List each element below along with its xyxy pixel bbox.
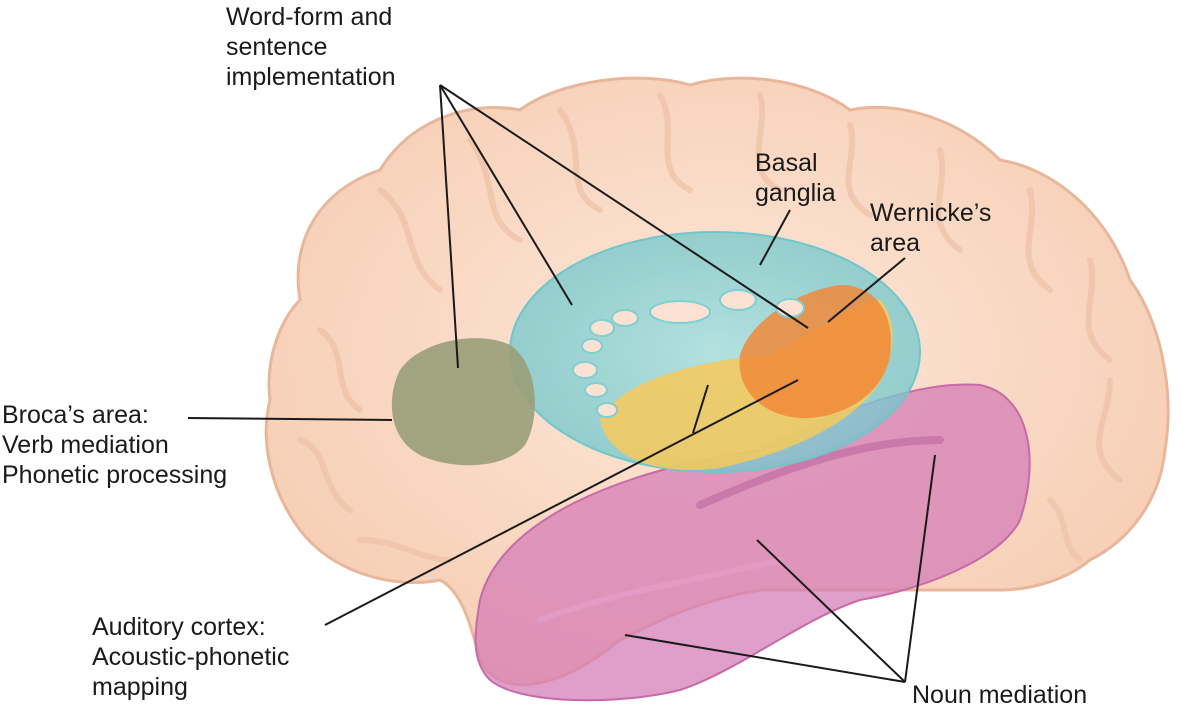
label-noun-mediation: Noun mediation	[912, 680, 1087, 710]
label-noun-line1: Noun mediation	[912, 681, 1088, 709]
label-word-form-line1: Word-form and	[226, 3, 393, 31]
label-word-form-line3: implementation	[226, 63, 396, 91]
label-broca-line2: Verb mediation	[2, 431, 169, 459]
basal-ganglia-pockets	[572, 289, 805, 418]
label-wernicke: Wernicke’s area	[870, 198, 991, 258]
temporal-sulcus-2	[537, 557, 783, 623]
brain-gyri	[297, 92, 1123, 563]
label-auditory-line2: Acoustic-phonetic	[92, 643, 290, 671]
label-auditory-cortex: Auditory cortex: Acoustic-phonetic mappi…	[92, 612, 289, 702]
wernicke-area-region	[739, 285, 891, 419]
label-broca-line1: Broca’s area:	[2, 401, 149, 429]
label-broca: Broca’s area: Verb mediation Phonetic pr…	[2, 400, 227, 490]
label-auditory-line1: Auditory cortex:	[92, 613, 266, 641]
label-broca-line3: Phonetic processing	[2, 461, 228, 489]
label-basal-ganglia-line2: ganglia	[755, 179, 836, 207]
label-wernicke-line2: area	[870, 229, 921, 257]
broca-area-region	[391, 338, 535, 466]
temporal-sulcus	[696, 436, 944, 509]
label-word-form-line2: sentence	[226, 33, 328, 61]
leader-lines	[187, 84, 936, 683]
label-word-form: Word-form and sentence implementation	[226, 2, 396, 92]
label-auditory-line3: mapping	[92, 673, 188, 701]
label-basal-ganglia: Basal ganglia	[755, 148, 836, 208]
label-basal-ganglia-line1: Basal	[755, 149, 818, 177]
label-wernicke-line1: Wernicke’s	[870, 199, 992, 227]
